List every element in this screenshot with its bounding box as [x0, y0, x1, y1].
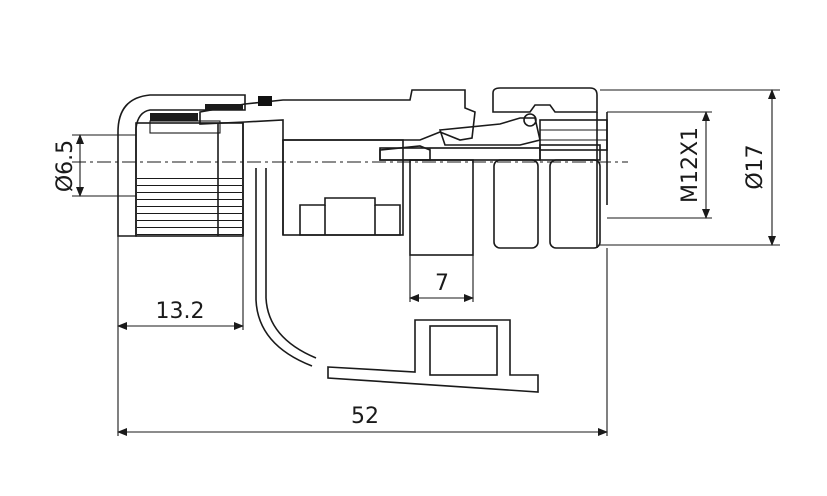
- dim-label-overall-length: 52: [351, 404, 379, 429]
- dimension-thread: M12X1: [678, 111, 710, 219]
- dimension-overall-length: 52: [117, 404, 608, 436]
- dimension-outer-diameter: Ø17: [743, 89, 776, 246]
- knurled-ring: [409, 159, 474, 256]
- pin-section: [379, 113, 541, 161]
- housing-body: [199, 89, 476, 236]
- dim-label-outer-diameter: Ø17: [743, 144, 768, 189]
- dim-label-ring-length: 7: [435, 271, 449, 296]
- dim-label-nut-length: 13.2: [156, 299, 205, 324]
- dim-label-cable-diameter: Ø6.5: [53, 140, 78, 192]
- dim-label-thread: M12X1: [678, 127, 703, 203]
- coupling-nut: [492, 87, 608, 249]
- wire: [255, 168, 317, 367]
- dimension-nut-length: 13.2: [117, 299, 244, 330]
- latch-clip: [327, 319, 539, 393]
- dimension-ring-length: 7: [409, 271, 474, 302]
- cable-gland-nut: [117, 94, 246, 237]
- dimension-cable-diameter: Ø6.5: [53, 134, 84, 197]
